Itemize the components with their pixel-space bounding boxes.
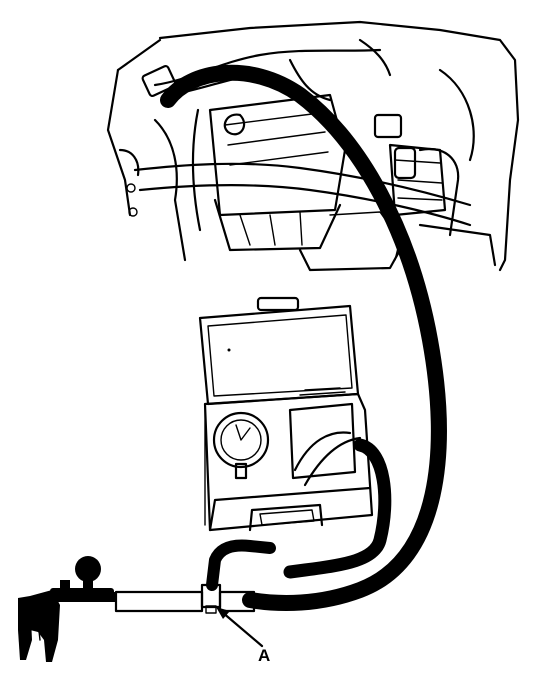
vacuum-gauge-icon bbox=[212, 411, 270, 480]
tee-hose: VAC bbox=[206, 539, 276, 591]
tester-case-icon bbox=[198, 296, 374, 532]
hose-tag-left: VAC bbox=[252, 545, 266, 553]
callout-label-a: A bbox=[258, 646, 271, 665]
gauge-hose: VAC bbox=[283, 438, 392, 579]
hose-tag-right: VAC bbox=[311, 565, 326, 575]
engine-illustration-icon bbox=[106, 20, 520, 272]
hand-vacuum-pump-icon bbox=[18, 556, 116, 662]
callout-arrow bbox=[216, 607, 264, 648]
vacuum-hose bbox=[160, 64, 447, 611]
tee-fitting-icon bbox=[114, 583, 256, 614]
